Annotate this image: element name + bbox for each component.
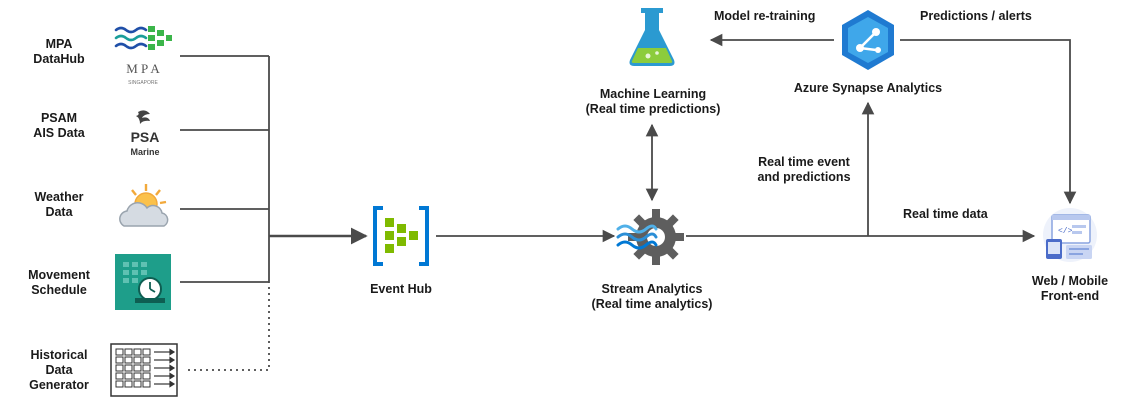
svg-text:SINGAPORE: SINGAPORE [128,80,158,86]
event-hub-label: Event Hub [370,282,432,296]
historical-dotted-connector [188,282,270,371]
stream-analytics-label: Stream Analytics (Real time analytics) [572,282,732,312]
sun-cloud-icon [116,182,172,234]
svg-text:PSA: PSA [131,129,160,145]
movement-label: Movement Schedule [24,268,94,298]
model-retraining-label: Model re-training [714,9,816,23]
realtime-event-label-line-2: and predictions [757,170,851,184]
mpa-logo: M P A SINGAPORE [112,22,174,90]
frontend-label: Web / Mobile Front-end [1010,274,1130,304]
flask-icon [626,6,678,70]
psam-label: PSAM AIS Data [28,111,90,141]
mpa-label-line-1: MPA [45,37,73,51]
weather-label-line-2: Data [45,205,73,219]
movement-label-line-2: Schedule [31,283,87,297]
historical-label-line-1: Historical [30,348,88,362]
machine-learning-label: Machine Learning (Real time predictions) [568,87,738,117]
weather-label-line-1: Weather [34,190,84,204]
stream-analytics-gear-icon [616,205,688,269]
calendar-clock-icon [115,254,171,310]
psa-marine-logo: PSA Marine [124,108,166,160]
synapse-icon [836,8,900,72]
data-generator-icon [110,343,178,397]
movement-label-line-1: Movement [28,268,90,282]
frontend-label-line-2: Front-end [1040,289,1100,303]
web-app-icon: </> [1036,205,1104,265]
mpa-label-line-2: DataHub [33,52,85,66]
weather-label: Weather Data [28,190,90,220]
predictions-alerts-label: Predictions / alerts [920,9,1032,23]
realtime-data-label: Real time data [903,207,988,221]
realtime-event-predictions-label: Real time event and predictions [748,155,860,185]
historical-label-line-2: Data [45,363,73,377]
realtime-event-label-line-1: Real time event [758,155,850,169]
synapse-to-frontend-arrow [900,39,1077,205]
historical-label-line-3: Generator [29,378,89,392]
event-hub-icon [369,204,433,268]
machine-learning-label-line-2: (Real time predictions) [585,102,721,116]
machine-learning-label-line-1: Machine Learning [599,87,707,101]
mpa-label: MPA DataHub [28,37,90,67]
frontend-label-line-1: Web / Mobile [1031,274,1109,288]
stream-analytics-label-line-2: (Real time analytics) [591,297,713,311]
historical-label: Historical Data Generator [24,348,94,393]
psam-label-line-1: PSAM [40,111,78,125]
synapse-label: Azure Synapse Analytics [793,81,943,95]
svg-text:M P A: M P A [126,61,160,76]
stream-analytics-label-line-1: Stream Analytics [601,282,703,296]
svg-text:Marine: Marine [130,147,159,157]
svg-text:</>: </> [1058,227,1073,236]
psam-label-line-2: AIS Data [33,126,85,140]
